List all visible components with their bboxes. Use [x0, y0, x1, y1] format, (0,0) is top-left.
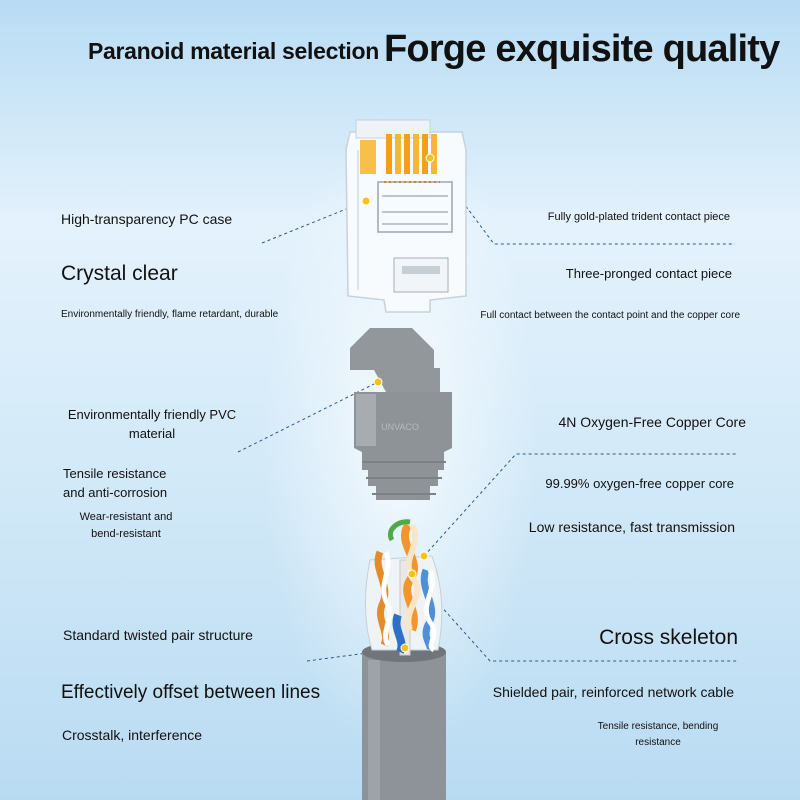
label-crystal-clear: Crystal clear: [61, 262, 178, 285]
label-tensile-line2: and anti-corrosion: [63, 484, 168, 500]
label-wear-line1: Wear-resistant and: [79, 511, 173, 523]
header-title: Forge exquisite quality: [384, 28, 780, 70]
leader-copper-core: [423, 453, 738, 557]
dot-pvc: [373, 377, 383, 387]
leader-twisted-pair: [306, 647, 406, 662]
label-tensile: Tensile resistance and anti-corrosion: [63, 466, 168, 501]
label-tensile-bend: Tensile resistance, bending resistance: [586, 721, 730, 748]
label-shielded: Shielded pair, reinforced network cable: [492, 684, 734, 700]
label-three-pronged: Three-pronged contact piece: [565, 266, 732, 281]
label-crosstalk: Crosstalk, interference: [62, 727, 203, 743]
label-wear-line2: bend-resistant: [91, 527, 161, 540]
boot-marking: UNVACO: [381, 422, 419, 432]
label-twisted-pair: Standard twisted pair structure: [63, 627, 253, 643]
label-full-contact: Full contact between the contact point a…: [480, 310, 740, 321]
label-pvc: Environmentally friendly PVC material: [61, 407, 243, 442]
dot-twisted-pair: [400, 643, 410, 653]
label-tensile-bend-line2: resistance: [635, 736, 681, 748]
accent-dots: [361, 153, 435, 653]
pc-case: [345, 119, 467, 313]
leader-pc-case: [261, 200, 367, 244]
label-purity: 99.99% oxygen-free copper core: [545, 476, 734, 491]
label-cross-skeleton: Cross skeleton: [599, 626, 738, 649]
gold-contacts: [360, 134, 440, 183]
label-gold-plated: Fully gold-plated trident contact piece: [547, 211, 730, 223]
label-copper-core: 4N Oxygen-Free Copper Core: [558, 414, 746, 430]
header-subtitle: Paranoid material selection: [88, 38, 380, 64]
pvc-boot: [350, 328, 452, 500]
dot-gold-contact: [425, 153, 435, 163]
label-pc-case: High-transparency PC case: [61, 211, 233, 227]
leader-pvc: [237, 381, 379, 453]
leader-gold-contact: [429, 157, 735, 245]
label-tensile-bend-line1: Tensile resistance, bending: [597, 721, 719, 732]
label-pvc-line1: Environmentally friendly PVC: [67, 407, 237, 422]
leader-lines: [237, 157, 738, 662]
label-env-friendly: Environmentally friendly, flame retardan…: [61, 309, 279, 320]
label-wear: Wear-resistant and bend-resistant: [70, 511, 182, 540]
label-pvc-line2: material: [128, 425, 176, 441]
dot-copper-core: [419, 551, 429, 561]
label-tensile-line1: Tensile resistance: [63, 466, 167, 481]
cable-jacket: [362, 642, 446, 800]
dot-cross-skeleton: [407, 569, 417, 579]
label-low-resistance: Low resistance, fast transmission: [528, 519, 735, 535]
dot-pc-case: [361, 196, 371, 206]
label-offset: Effectively offset between lines: [61, 682, 321, 703]
